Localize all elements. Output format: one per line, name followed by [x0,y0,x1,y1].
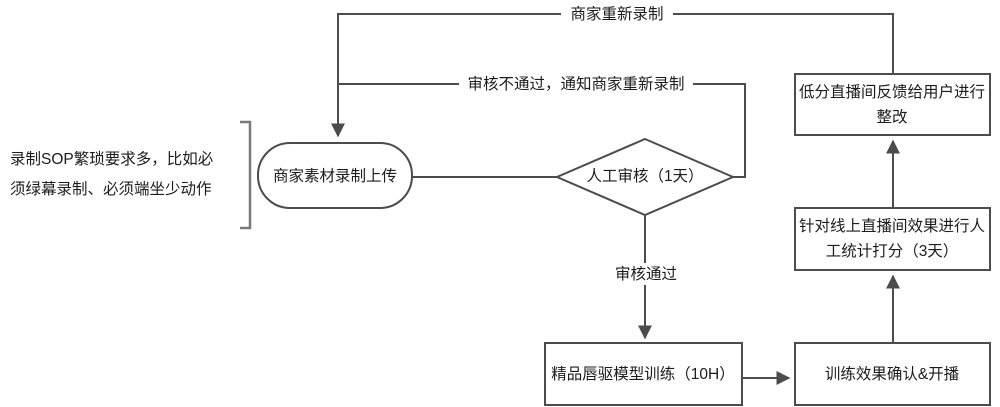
edge-label-review-passed-bg [608,263,684,285]
node-manual-scoring-line1: 针对线上直播间效果进行人 [799,217,985,235]
node-low-score-feedback-line1: 低分直播间反馈给用户进行 [799,83,985,101]
node-model-training[interactable] [544,342,743,406]
annotation-line2: 须绿幕录制、必须端坐少动作 [10,180,212,198]
node-manual-scoring[interactable] [794,207,991,271]
edge-label-review-passed: 审核通过 [615,265,677,283]
node-manual-scoring-line2: 工统计打分（3天） [826,242,959,260]
edge-label-review-failed-bg [459,73,693,95]
edge-label-rerecord: 商家重新录制 [570,5,663,23]
node-training-confirm[interactable] [794,342,991,406]
node-manual-review-label: 人工审核（1天） [586,167,703,185]
node-merchant-upload[interactable] [257,142,413,209]
edge-label-review-failed: 审核不通过，通知商家重新录制 [467,75,684,93]
node-low-score-feedback[interactable] [794,73,991,136]
edge-label-rerecord-bg [561,3,673,25]
node-low-score-feedback-line2: 整改 [876,108,907,126]
annotation-bracket [240,120,252,230]
node-model-training-label: 精品唇驱模型训练（10H） [551,365,734,383]
node-manual-review[interactable] [554,137,736,217]
annotation-line1: 录制SOP繁琐要求多，比如必 [10,149,214,168]
node-training-confirm-label: 训练效果确认&开播 [825,365,960,383]
node-merchant-upload-label: 商家素材录制上传 [273,167,397,185]
